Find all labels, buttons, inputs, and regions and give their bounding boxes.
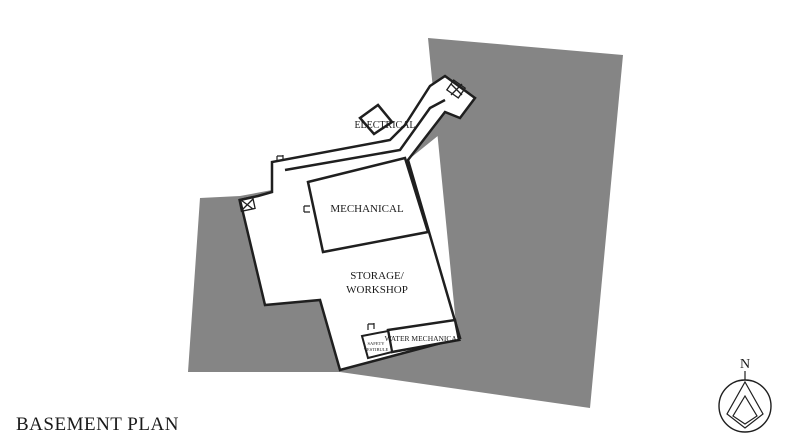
north-label: N bbox=[740, 357, 750, 372]
shaft-marker-northeast bbox=[445, 79, 467, 99]
north-arrow: N bbox=[718, 357, 772, 433]
north-arrow-circle bbox=[718, 379, 772, 433]
safety-label-line1: SAFETY bbox=[367, 341, 385, 346]
safety-label-line2: VESTIBULE bbox=[364, 347, 389, 352]
plan-title: BASEMENT PLAN bbox=[16, 414, 179, 435]
mechanical-label: MECHANICAL bbox=[330, 203, 404, 215]
storage-label-line2: WORKSHOP bbox=[346, 284, 408, 296]
door-marks bbox=[276, 155, 375, 330]
north-arrow-inner-chevron bbox=[732, 394, 758, 425]
water-mechanical-label: WATER MECHANICAL bbox=[385, 334, 462, 343]
electrical-room bbox=[358, 103, 394, 136]
corridor-wall bbox=[284, 98, 446, 172]
safety-vestibule-room bbox=[360, 329, 394, 360]
electrical-label: ELECTRICAL bbox=[354, 120, 415, 131]
shaft-marker-west bbox=[238, 195, 256, 213]
mechanical-room bbox=[306, 156, 430, 254]
storage-label-line1: STORAGE/ bbox=[350, 270, 405, 282]
north-arrow-outer-chevron bbox=[726, 380, 764, 429]
